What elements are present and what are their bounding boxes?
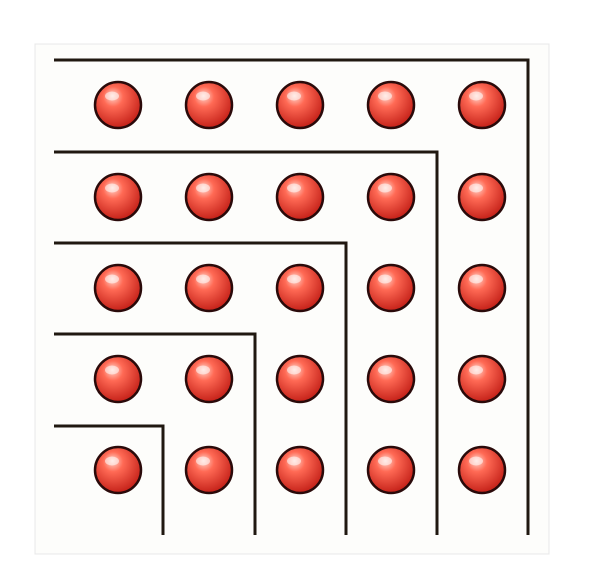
ball-r4-c2 xyxy=(184,354,234,404)
ball-r3-c4 xyxy=(366,263,416,313)
ball-r5-c5 xyxy=(457,445,507,495)
layer-boundary-lines xyxy=(54,58,530,535)
ball-r3-c2 xyxy=(184,263,234,313)
ball-r5-c3 xyxy=(275,445,325,495)
ball-r4-c4 xyxy=(366,354,416,404)
layer-boundary-4 xyxy=(54,150,439,535)
ball-r1-c4 xyxy=(366,80,416,130)
ball-r1-c2 xyxy=(184,80,234,130)
ball-r1-c3 xyxy=(275,80,325,130)
ball-r1-c1 xyxy=(93,80,143,130)
ball-r4-c1 xyxy=(93,354,143,404)
ball-r2-c4 xyxy=(366,172,416,222)
ball-r5-c2 xyxy=(184,445,234,495)
ball-r1-c5 xyxy=(457,80,507,130)
ball-r3-c3 xyxy=(275,263,325,313)
ball-grid xyxy=(93,80,507,495)
layer-boundary-1 xyxy=(54,424,165,535)
layer-boundary-2 xyxy=(54,332,257,535)
ball-r2-c1 xyxy=(93,172,143,222)
layer-boundary-5 xyxy=(54,58,530,535)
ball-r4-c3 xyxy=(275,354,325,404)
ball-r2-c5 xyxy=(457,172,507,222)
ball-r2-c3 xyxy=(275,172,325,222)
ball-r2-c2 xyxy=(184,172,234,222)
layer-boundary-3 xyxy=(54,241,348,535)
ball-r5-c4 xyxy=(366,445,416,495)
ball-r3-c5 xyxy=(457,263,507,313)
ball-r4-c5 xyxy=(457,354,507,404)
ball-r3-c1 xyxy=(93,263,143,313)
ball-r5-c1 xyxy=(93,445,143,495)
